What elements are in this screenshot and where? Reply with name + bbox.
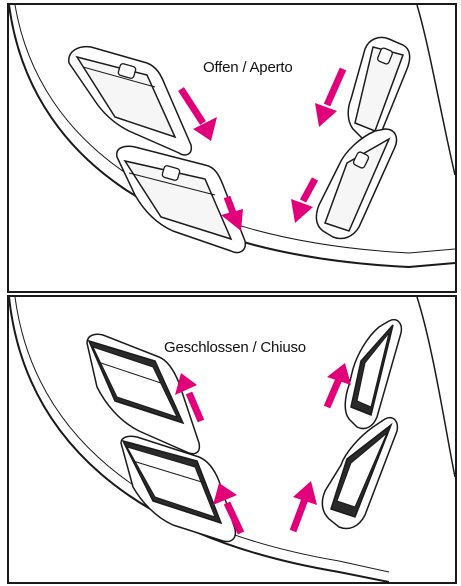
vent-upper-right bbox=[344, 319, 403, 430]
helmet-shell-outline bbox=[9, 5, 455, 269]
vent-upper-right bbox=[347, 36, 411, 142]
arrow-up-left-upper bbox=[175, 373, 205, 423]
vent-upper-left bbox=[68, 45, 193, 156]
arrow-down-right-upper bbox=[315, 67, 347, 127]
arrow-down-right-lower bbox=[291, 177, 319, 223]
vent-slider-knob bbox=[161, 165, 181, 181]
closed-caption: Geschlossen / Chiuso bbox=[164, 339, 306, 356]
helmet-crown-line bbox=[416, 5, 455, 176]
vent-slider-knob bbox=[117, 63, 137, 79]
arrow-down-left-lower bbox=[221, 195, 243, 231]
vent-upper-left bbox=[86, 333, 201, 455]
helmet-shell-inner-line bbox=[14, 297, 390, 573]
vent-slider-knob bbox=[352, 151, 370, 169]
vent-slider-knob bbox=[377, 47, 393, 65]
arrow-up-right-upper bbox=[323, 363, 351, 409]
open-helmet-illustration bbox=[9, 5, 455, 269]
vent-lower-left bbox=[120, 435, 237, 543]
arrow-up-right-lower bbox=[289, 481, 317, 533]
vent-lower-right bbox=[315, 128, 398, 240]
vent-lower-right bbox=[321, 417, 399, 530]
helmet-shell-outline bbox=[9, 297, 390, 582]
helmet-crown-line bbox=[416, 297, 455, 478]
vent-lower-left bbox=[116, 145, 247, 254]
open-state-panel: Offen / Aperto bbox=[7, 3, 457, 293]
arrow-up-left-lower bbox=[213, 483, 245, 535]
closed-state-panel: Geschlossen / Chiuso bbox=[7, 295, 457, 584]
closed-helmet-illustration bbox=[9, 297, 455, 582]
arrow-down-left-upper bbox=[178, 87, 217, 141]
open-caption: Offen / Aperto bbox=[203, 59, 293, 76]
